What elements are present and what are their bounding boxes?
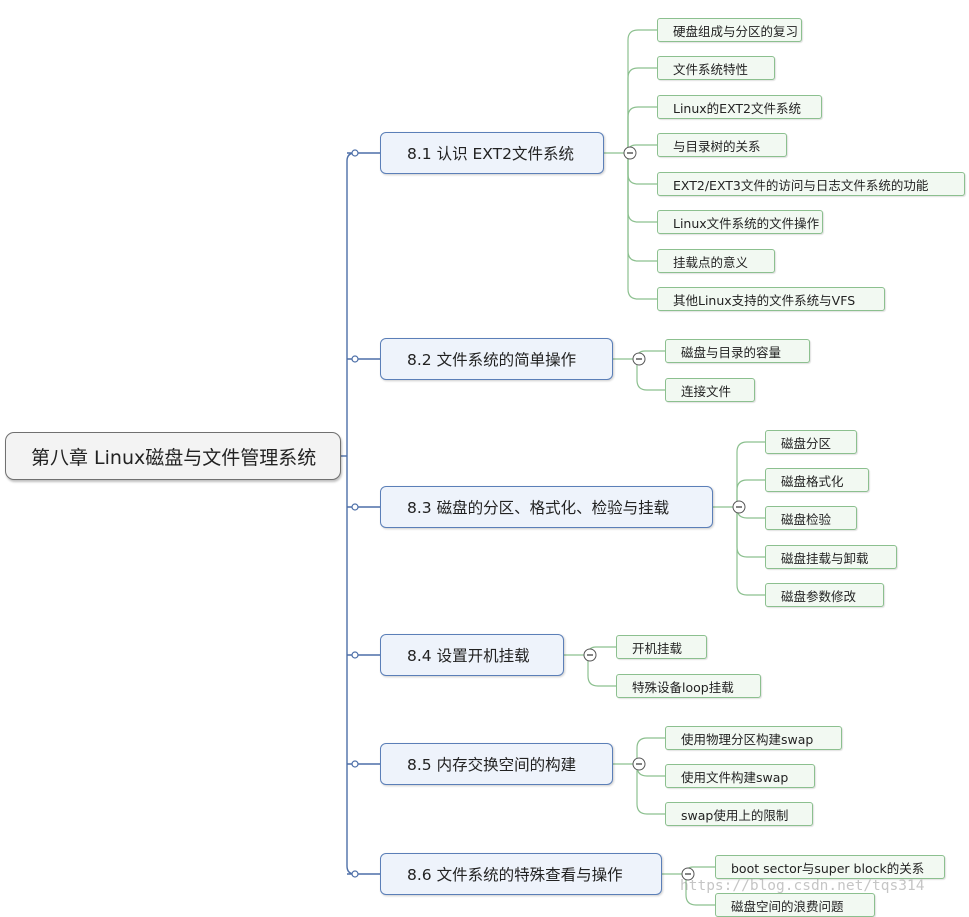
topic-connector bbox=[627, 153, 657, 300]
topic-label: 与目录树的关系 bbox=[673, 138, 761, 154]
section-node[interactable]: 8.2 文件系统的简单操作 bbox=[380, 338, 613, 380]
topic-connector bbox=[587, 655, 616, 687]
topic-connector bbox=[736, 479, 765, 507]
section-label: 8.3 磁盘的分区、格式化、检验与挂载 bbox=[407, 499, 670, 517]
topic-label: 挂载点的意义 bbox=[673, 254, 749, 270]
topic-label: 使用文件构建swap bbox=[681, 769, 789, 785]
topic-node[interactable]: 磁盘参数修改 bbox=[765, 583, 884, 607]
topic-label: 磁盘分区 bbox=[781, 435, 832, 451]
section-label: 8.1 认识 EXT2文件系统 bbox=[407, 145, 574, 163]
topic-connector bbox=[627, 153, 657, 223]
topic-label: 磁盘与目录的容量 bbox=[681, 344, 782, 360]
section-joint-dot bbox=[351, 870, 359, 878]
topic-connector bbox=[636, 359, 665, 391]
topic-label: 磁盘检验 bbox=[781, 511, 832, 527]
topic-connector bbox=[736, 441, 765, 507]
topic-node[interactable]: 特殊设备loop挂载 bbox=[616, 674, 761, 698]
topic-node[interactable]: 磁盘与目录的容量 bbox=[665, 339, 810, 363]
topic-node[interactable]: 磁盘挂载与卸载 bbox=[765, 545, 897, 569]
section-label: 8.5 内存交换空间的构建 bbox=[407, 756, 577, 774]
collapse-toggle-icon[interactable] bbox=[632, 757, 646, 771]
topic-label: boot sector与super block的关系 bbox=[731, 860, 925, 876]
section-joint-dot bbox=[351, 503, 359, 511]
collapse-toggle-icon[interactable] bbox=[681, 867, 695, 881]
topic-connector bbox=[627, 106, 657, 153]
topic-node[interactable]: 磁盘格式化 bbox=[765, 468, 869, 492]
topic-connector bbox=[736, 507, 765, 596]
topic-label: 特殊设备loop挂载 bbox=[632, 679, 734, 695]
topic-connector bbox=[627, 67, 657, 153]
section-joint-dot bbox=[351, 149, 359, 157]
collapse-toggle-icon[interactable] bbox=[732, 500, 746, 514]
topic-connector bbox=[627, 29, 657, 153]
topic-label: 磁盘参数修改 bbox=[781, 588, 857, 604]
topic-connector bbox=[685, 874, 715, 906]
topic-node[interactable]: 使用文件构建swap bbox=[665, 764, 815, 788]
root-topic[interactable]: 第八章 Linux磁盘与文件管理系统 bbox=[5, 432, 341, 480]
section-label: 8.6 文件系统的特殊查看与操作 bbox=[407, 866, 623, 884]
collapse-toggle-icon[interactable] bbox=[623, 146, 637, 160]
topic-label: Linux文件系统的文件操作 bbox=[673, 215, 820, 231]
topic-node[interactable]: EXT2/EXT3文件的访问与日志文件系统的功能 bbox=[657, 172, 965, 196]
topic-label: Linux的EXT2文件系统 bbox=[673, 100, 802, 116]
topic-label: 开机挂载 bbox=[632, 640, 683, 656]
topic-node[interactable]: boot sector与super block的关系 bbox=[715, 855, 945, 879]
section-node[interactable]: 8.1 认识 EXT2文件系统 bbox=[380, 132, 604, 174]
root-topic-label: 第八章 Linux磁盘与文件管理系统 bbox=[31, 446, 317, 469]
section-joint-dot bbox=[351, 760, 359, 768]
collapse-toggle-icon[interactable] bbox=[583, 648, 597, 662]
topic-label: 使用物理分区构建swap bbox=[681, 731, 814, 747]
topic-node[interactable]: 其他Linux支持的文件系统与VFS bbox=[657, 287, 885, 311]
section-label: 8.4 设置开机挂载 bbox=[407, 647, 530, 665]
topic-connector bbox=[636, 737, 665, 764]
topic-connector bbox=[627, 153, 657, 262]
topic-node[interactable]: 磁盘空间的浪费问题 bbox=[715, 893, 875, 917]
topic-label: 硬盘组成与分区的复习 bbox=[673, 23, 799, 39]
topic-node[interactable]: Linux的EXT2文件系统 bbox=[657, 95, 822, 119]
topic-node[interactable]: 磁盘分区 bbox=[765, 430, 857, 454]
topic-label: 磁盘挂载与卸载 bbox=[781, 550, 869, 566]
topic-label: 磁盘格式化 bbox=[781, 473, 844, 489]
topic-node[interactable]: swap使用上的限制 bbox=[665, 802, 813, 826]
topic-label: 其他Linux支持的文件系统与VFS bbox=[673, 292, 856, 308]
section-joint-dot bbox=[351, 355, 359, 363]
section-label: 8.2 文件系统的简单操作 bbox=[407, 351, 577, 369]
topic-connector bbox=[736, 507, 765, 558]
topic-node[interactable]: 开机挂载 bbox=[616, 635, 707, 659]
topic-node[interactable]: 硬盘组成与分区的复习 bbox=[657, 18, 802, 42]
topic-node[interactable]: 与目录树的关系 bbox=[657, 133, 787, 157]
topic-label: swap使用上的限制 bbox=[681, 807, 789, 823]
topic-label: EXT2/EXT3文件的访问与日志文件系统的功能 bbox=[673, 177, 929, 193]
section-node[interactable]: 8.6 文件系统的特殊查看与操作 bbox=[380, 853, 662, 895]
topic-node[interactable]: Linux文件系统的文件操作 bbox=[657, 210, 823, 234]
topic-node[interactable]: 文件系统特性 bbox=[657, 56, 775, 80]
topic-node[interactable]: 连接文件 bbox=[665, 378, 755, 402]
section-node[interactable]: 8.4 设置开机挂载 bbox=[380, 634, 564, 676]
topic-label: 磁盘空间的浪费问题 bbox=[731, 898, 844, 914]
collapse-toggle-icon[interactable] bbox=[632, 352, 646, 366]
topic-node[interactable]: 磁盘检验 bbox=[765, 506, 857, 530]
trunk-line bbox=[346, 152, 356, 875]
topic-node[interactable]: 使用物理分区构建swap bbox=[665, 726, 842, 750]
topic-label: 连接文件 bbox=[681, 383, 732, 399]
topic-label: 文件系统特性 bbox=[673, 61, 749, 77]
section-joint-dot bbox=[351, 651, 359, 659]
section-node[interactable]: 8.3 磁盘的分区、格式化、检验与挂载 bbox=[380, 486, 713, 528]
section-node[interactable]: 8.5 内存交换空间的构建 bbox=[380, 743, 613, 785]
topic-node[interactable]: 挂载点的意义 bbox=[657, 249, 775, 273]
topic-connector bbox=[636, 764, 665, 815]
